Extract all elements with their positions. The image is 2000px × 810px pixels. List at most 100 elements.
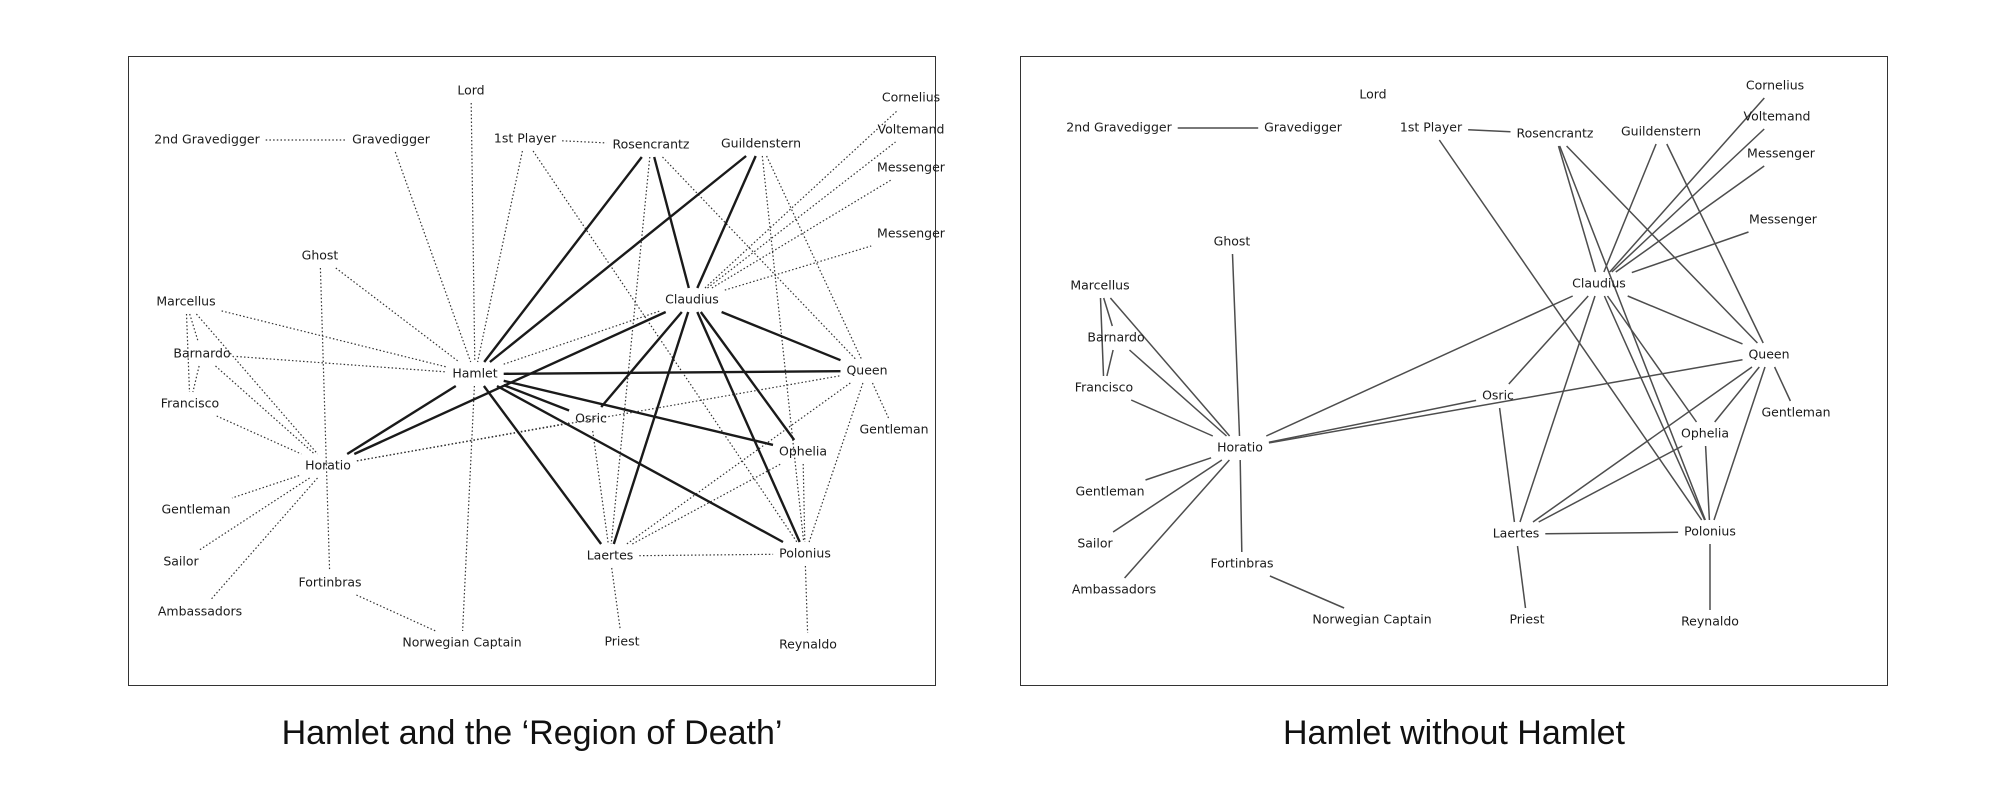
left-edge-horatio-osric <box>356 422 570 462</box>
left-node-messenger1: Messenger <box>877 160 946 175</box>
left-edge-osric-laertes <box>592 430 609 545</box>
right-node-1st-player: 1st Player <box>1400 120 1463 135</box>
right-edges <box>1099 97 1792 610</box>
right-edge-rosencrantz-claudius <box>1557 145 1597 273</box>
left-node-rosencrantz: Rosencrantz <box>613 137 690 152</box>
left-edge-marcellus-horatio <box>195 313 319 455</box>
right-node-fortinbras: Fortinbras <box>1210 556 1273 571</box>
right-edge-horatio-claudius <box>1265 295 1574 437</box>
left-node-ghost: Ghost <box>302 248 339 263</box>
right-node-ophelia: Ophelia <box>1681 426 1729 441</box>
left-node-horatio: Horatio <box>305 458 351 473</box>
left-node-lord: Lord <box>457 83 484 98</box>
right-edge-1st-player-polonius <box>1438 139 1703 521</box>
left-node-gentleman1: Gentleman <box>161 502 230 517</box>
left-edge-claudius-voltemand <box>707 141 896 289</box>
right-node-osric: Osric <box>1482 388 1514 403</box>
right-node-barnardo: Barnardo <box>1087 330 1144 345</box>
left-node-reynaldo: Reynaldo <box>779 637 837 652</box>
left-edge-hamlet-norwegian-captain <box>462 385 475 632</box>
left-node-guildenstern: Guildenstern <box>721 136 801 151</box>
right-caption: Hamlet without Hamlet <box>1282 714 1625 752</box>
left-edge-barnardo-horatio <box>215 365 315 455</box>
right-node-reynaldo: Reynaldo <box>1681 614 1739 629</box>
right-edge-laertes-priest <box>1516 545 1527 609</box>
left-edge-hamlet-horatio <box>346 384 457 456</box>
left-edge-1st-player-rosencrantz <box>562 140 607 144</box>
right-edge-claudius-messenger1 <box>1615 165 1765 273</box>
left-edge-fortinbras-norwegian-captain <box>356 594 436 632</box>
left-edge-claudius-laertes <box>612 311 690 545</box>
left-edge-queen-laertes <box>626 382 851 545</box>
left-edge-hamlet-osric <box>503 383 570 412</box>
right-node-messenger1: Messenger <box>1747 146 1816 161</box>
left-edge-ghost-hamlet <box>335 267 460 363</box>
right-node-francisco: Francisco <box>1075 380 1133 395</box>
left-node-voltemand: Voltemand <box>878 122 945 137</box>
right-edge-horatio-fortinbras <box>1239 459 1243 553</box>
right-node-2nd-gravedigger: 2nd Gravedigger <box>1066 120 1172 135</box>
left-edge-marcellus-barnardo <box>189 313 199 343</box>
left-edge-claudius-polonius <box>696 311 801 543</box>
right-edge-fortinbras-norwegian-captain <box>1269 575 1345 609</box>
left-edge-queen-gentleman2 <box>871 382 890 419</box>
right-edge-queen-gentleman2 <box>1773 366 1792 402</box>
left-edge-laertes-polonius <box>639 553 774 557</box>
left-node-ophelia: Ophelia <box>779 444 827 459</box>
right-edge-guildenstern-claudius <box>1603 143 1657 273</box>
right-edge-barnardo-horatio <box>1129 349 1227 437</box>
left-node-cornelius: Cornelius <box>882 90 940 105</box>
left-edge-1st-player-polonius <box>532 150 798 543</box>
right-node-norwegian-captain: Norwegian Captain <box>1312 612 1431 627</box>
right-edge-francisco-horatio <box>1130 399 1214 437</box>
left-edge-1st-player-hamlet <box>477 150 523 363</box>
left-edge-guildenstern-polonius <box>761 155 805 543</box>
left-edge-claudius-ophelia <box>699 311 796 441</box>
left-edge-gravedigger-hamlet <box>394 151 472 363</box>
left-node-ambassadors: Ambassadors <box>158 604 242 619</box>
left-edge-rosencrantz-claudius <box>653 156 690 289</box>
right-edge-ophelia-laertes <box>1538 445 1683 523</box>
right-edge-rosencrantz-queen <box>1566 145 1758 344</box>
right-node-sailor: Sailor <box>1077 536 1113 551</box>
left-edge-guildenstern-claudius <box>696 155 757 289</box>
right-edge-guildenstern-queen <box>1666 143 1764 344</box>
left-edge-claudius-queen <box>721 310 841 362</box>
left-node-queen: Queen <box>846 363 887 378</box>
left-node-2nd-gravedigger: 2nd Gravedigger <box>154 132 260 147</box>
right-node-guildenstern: Guildenstern <box>1621 124 1701 139</box>
right-edge-marcellus-barnardo <box>1102 297 1114 327</box>
left-edge-rosencrantz-hamlet <box>483 156 643 363</box>
right-edge-marcellus-francisco <box>1099 297 1105 377</box>
left-edge-horatio-ambassadors <box>210 477 318 601</box>
right-node-messenger2: Messenger <box>1749 212 1818 227</box>
right-edge-claudius-osric <box>1508 295 1589 385</box>
left-edge-lord-hamlet <box>470 102 476 363</box>
right-edge-marcellus-horatio <box>1109 297 1231 437</box>
right-node-rosencrantz: Rosencrantz <box>1517 126 1594 141</box>
left-node-francisco: Francisco <box>161 396 219 411</box>
left-node-sailor: Sailor <box>163 554 199 569</box>
left-edge-guildenstern-queen <box>766 155 862 360</box>
right-edge-rosencrantz-polonius <box>1559 145 1706 521</box>
right-node-claudius: Claudius <box>1572 276 1626 291</box>
left-edge-claudius-messenger1 <box>711 179 892 289</box>
left-edge-barnardo-francisco <box>192 365 200 393</box>
left-edge-guildenstern-hamlet <box>489 155 747 363</box>
right-edge-queen-ophelia <box>1714 366 1760 423</box>
left-node-osric: Osric <box>575 411 607 426</box>
right-edge-claudius-laertes <box>1519 295 1596 523</box>
right-node-lord: Lord <box>1359 87 1386 102</box>
right-edge-1st-player-rosencrantz <box>1468 129 1511 133</box>
right-edge-horatio-gentleman1 <box>1145 457 1212 481</box>
right-node-cornelius: Cornelius <box>1746 78 1804 93</box>
left-edge-hamlet-ophelia <box>503 379 774 447</box>
right-edge-horatio-sailor <box>1112 459 1223 533</box>
left-node-claudius: Claudius <box>665 292 719 307</box>
right-node-polonius: Polonius <box>1684 524 1736 539</box>
left-edge-hamlet-laertes <box>482 385 603 545</box>
left-edges <box>185 102 899 634</box>
